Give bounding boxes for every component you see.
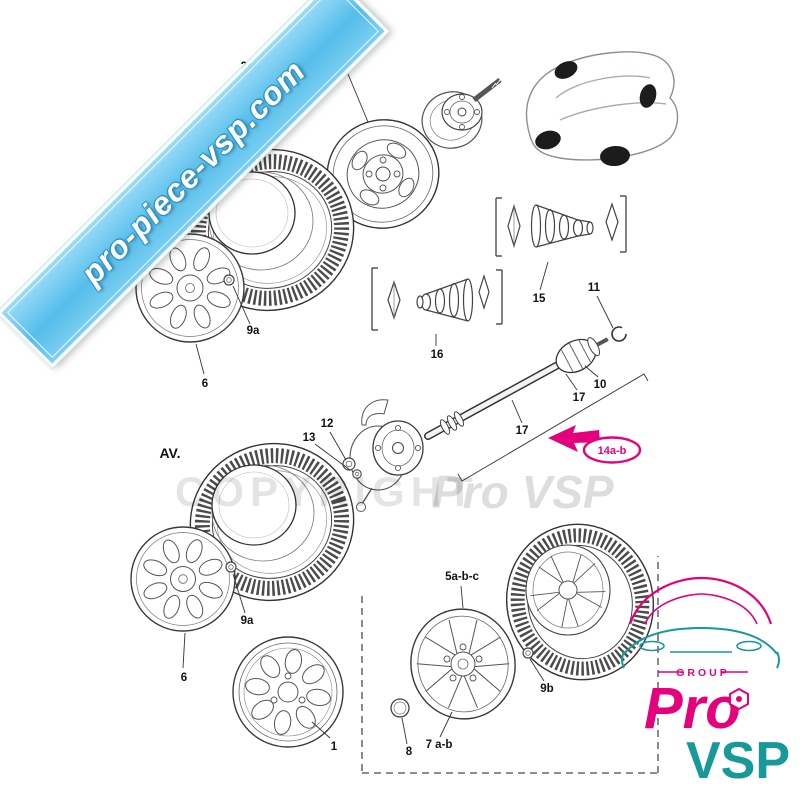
circlip-ring xyxy=(611,326,627,342)
hub-washers xyxy=(342,457,362,479)
dashed-group-box xyxy=(361,556,659,774)
part-label-10: 10 xyxy=(594,379,607,391)
highlight-oval xyxy=(582,436,642,464)
steering-knuckle xyxy=(349,399,424,512)
part-label-15: 15 xyxy=(533,293,546,305)
car-wheel-icon xyxy=(639,84,657,108)
part-label-8: 8 xyxy=(406,746,413,758)
part-label-5: 5a-b-c xyxy=(445,571,479,583)
copyright-watermark: COPYRIGHT Pro VSP xyxy=(175,466,614,518)
logo-pro-text: Pro xyxy=(644,676,741,741)
rear-rim xyxy=(326,119,440,229)
watermark-copyright-text: COPYRIGHT xyxy=(175,468,479,515)
watermark-brand-text: Pro VSP xyxy=(432,466,614,518)
center-cap xyxy=(390,698,410,718)
part-label-1: 1 xyxy=(331,741,338,753)
provsp-logo: GROUP Pro VSP xyxy=(621,576,790,790)
part-label-7: 7 a-b xyxy=(426,739,453,751)
part-label-9a-front: 9a xyxy=(241,615,254,627)
front-hubcap xyxy=(130,526,236,632)
driveshaft-assembly xyxy=(424,326,627,440)
part-label-9a-rear: 9a xyxy=(247,325,260,337)
car-wheel-icon xyxy=(600,145,630,167)
logo-vsp-text: VSP xyxy=(686,732,790,790)
part-label-16: 16 xyxy=(431,349,444,361)
steel-wheel xyxy=(232,636,344,748)
part-label-9b: 9b xyxy=(540,683,553,695)
bottom-wheel-nut xyxy=(522,647,534,659)
rear-wheel-nut xyxy=(223,274,235,286)
alloy-rim xyxy=(410,608,516,720)
bottom-tire xyxy=(505,523,655,681)
logo-group-text: GROUP xyxy=(676,667,730,679)
rear-hub-assembly xyxy=(421,78,502,149)
part-label-6-front: 6 xyxy=(181,672,187,684)
car-sketch xyxy=(525,51,679,167)
part-label-11: 11 xyxy=(588,282,601,294)
boot-kit-15 xyxy=(495,195,627,257)
highlight-arrow-icon xyxy=(548,425,600,452)
car-wheel-icon xyxy=(554,61,578,79)
cv-joint xyxy=(555,337,609,374)
front-wheel-nut xyxy=(225,561,237,573)
part-label-17-upper: 17 xyxy=(573,392,586,404)
part-label-6-rear: 6 xyxy=(202,378,208,390)
logo-car-icon xyxy=(621,576,780,669)
highlighted-part-callout[interactable]: 14a-b xyxy=(548,425,642,464)
car-wheel-icon xyxy=(535,130,561,150)
boot-kit-16 xyxy=(371,267,503,331)
front-section-label: AV. xyxy=(159,445,180,461)
part-label-17-lower: 17 xyxy=(516,425,529,437)
rear-hubcap xyxy=(135,233,245,343)
part-label-14: 14a-b xyxy=(598,445,627,457)
assembly-bracket-line xyxy=(457,373,649,482)
logo-hexagon-icon xyxy=(729,687,749,711)
part-label-13: 13 xyxy=(303,432,316,444)
part-label-12: 12 xyxy=(321,418,334,430)
